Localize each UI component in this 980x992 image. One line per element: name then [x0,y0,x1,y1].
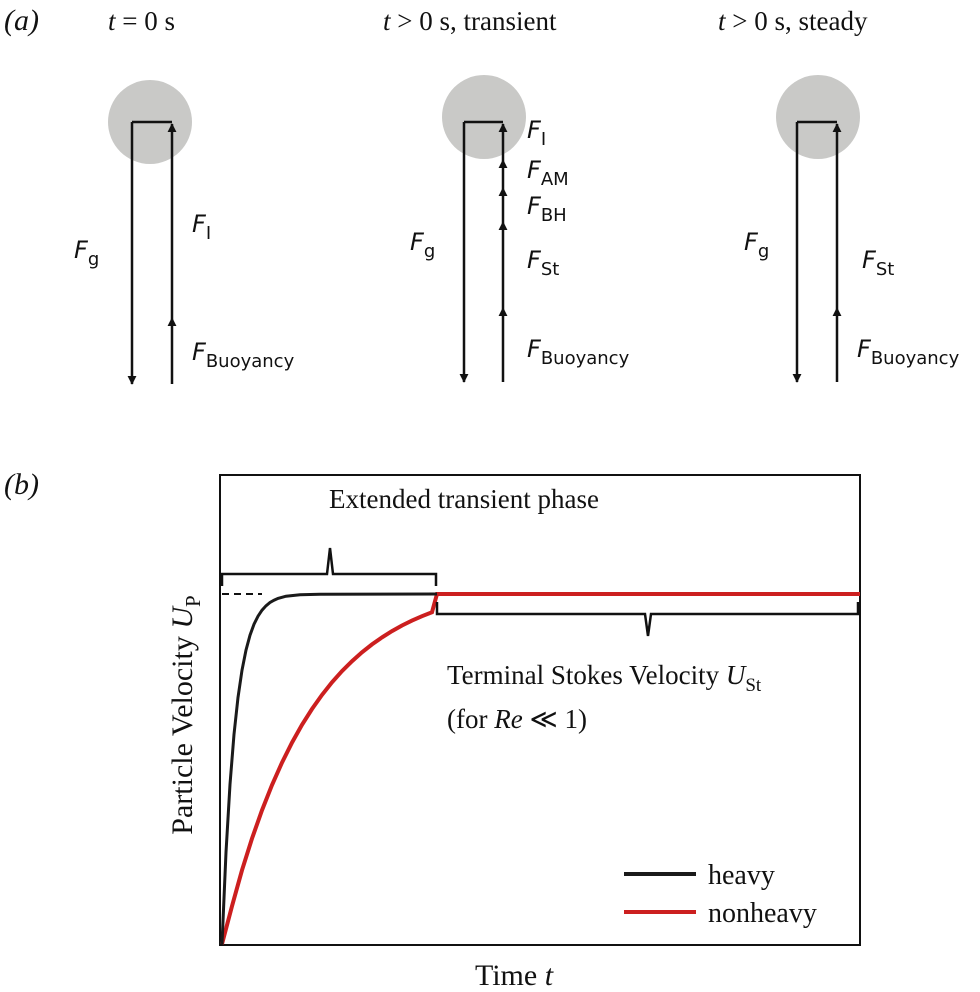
plot-frame [219,474,861,946]
force-label-i: FI [192,210,211,244]
panel-a: (a) t = 0 s Fg FI FBuoyancy t > 0 s, tra… [4,4,960,385]
scene-steady-title: t > 0 s, steady [718,6,868,36]
nonheavy-curve [220,592,860,945]
transient-phase-label: Extended transient phase [329,484,599,514]
scene-steady: t > 0 s, steady Fg FSt FBuoyancy [718,6,960,383]
force-label-buoyancy: FBuoyancy [857,335,960,369]
force-label-g: Fg [410,228,435,262]
force-label-am: FAM [527,156,569,190]
transient-phase-brace [220,547,438,586]
force-label-i: FI [527,116,546,150]
scene-initial: t = 0 s Fg FI FBuoyancy [74,6,295,385]
panel-a-label: (a) [4,4,39,37]
y-axis-label: Particle Velocity UP [166,595,205,834]
panel-b-label: (b) [4,468,39,501]
terminal-region-brace [435,602,860,637]
legend: heavy nonheavy [624,860,817,929]
terminal-velocity-label: Terminal Stokes Velocity USt [447,660,762,696]
panel-b: (b) Particle Velocity UP Time t Extended… [4,468,861,992]
force-label-buoyancy: FBuoyancy [527,335,630,369]
scene-transient: t > 0 s, transient Fg FI FAM FBH FSt FBu… [383,6,630,383]
legend-label-heavy: heavy [708,860,775,891]
x-axis-label: Time t [475,959,554,992]
force-label-g: Fg [74,236,99,270]
scene-initial-title: t = 0 s [108,6,175,36]
force-label-st: FSt [862,246,894,280]
legend-label-nonheavy: nonheavy [708,898,817,929]
scene-transient-title: t > 0 s, transient [383,6,557,36]
force-label-buoyancy: FBuoyancy [192,338,295,372]
reynolds-condition-label: (for Re ≪ 1) [447,704,587,734]
particle [442,75,526,159]
force-label-bh: FBH [527,192,567,226]
particle [776,75,860,159]
force-label-g: Fg [744,228,769,262]
force-label-st: FSt [527,246,559,280]
heavy-curve [220,592,438,945]
